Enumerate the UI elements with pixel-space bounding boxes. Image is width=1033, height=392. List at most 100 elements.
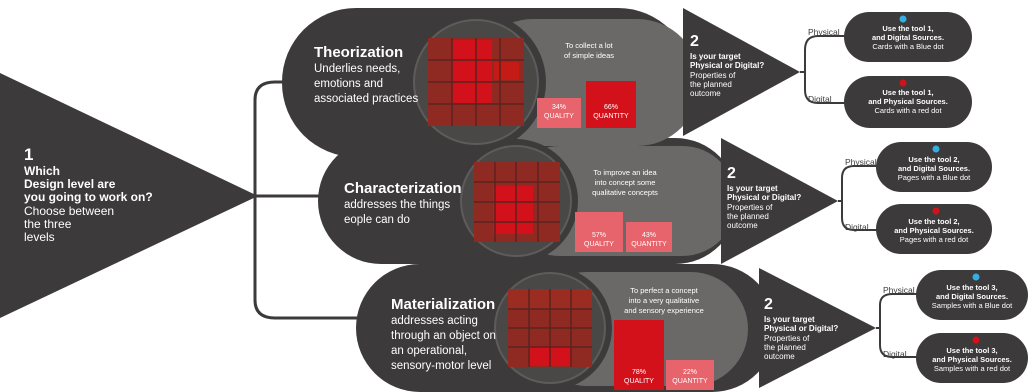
level-title-theorization: Theorization: [314, 44, 404, 61]
connector-to-materialization: [253, 196, 370, 320]
step2-hint-line: Properties of: [764, 334, 810, 343]
step2-question-line: Physical or Digital?: [727, 193, 802, 202]
level-description-line: eople can do: [344, 214, 410, 226]
quality-label: QUALITY: [624, 378, 654, 385]
level-description-line: an operational,: [391, 345, 468, 357]
option-card-line: Pages with a Blue dot: [897, 173, 971, 182]
quantity-label: QUANTITY: [672, 378, 708, 385]
level-goal-line: To perfect a concept: [630, 286, 698, 295]
materialization-quantity-bar: [666, 360, 714, 390]
option-card-line: Use the tool 2,: [908, 217, 960, 226]
step2-hint-line: outcome: [727, 221, 758, 230]
blue-dot-2: [932, 145, 940, 153]
step2-question-line: Physical or Digital?: [690, 61, 765, 70]
step2-hint-line: the planned: [764, 343, 806, 352]
step1-triangle: [0, 73, 258, 318]
quantity-label: QUANTITY: [593, 113, 629, 120]
blue-dot-1: [899, 15, 907, 23]
step1-hint-line2: the three: [24, 217, 72, 231]
branch-lines-1: [800, 35, 848, 104]
step2-hint-line: the planned: [690, 80, 732, 89]
step2-question-line: Physical or Digital?: [764, 324, 839, 333]
level-goal-line: To improve an idea: [593, 168, 657, 177]
level-title-materialization: Materialization: [391, 296, 496, 313]
theorization-quantity-bar: [586, 81, 636, 128]
level-goal-line: of simple ideas: [563, 51, 615, 60]
option-card-1-physical: [844, 12, 972, 62]
option-card-line: and Digital Sources.: [897, 164, 971, 173]
branch-label-physical: Physical: [845, 157, 877, 167]
option-card-1-digital: [844, 76, 972, 128]
step2-triangle-2: [721, 138, 838, 264]
level-goal-line: qualitative concepts: [592, 188, 658, 197]
step1-question-line3: you going to work on?: [24, 190, 153, 204]
step2-triangle-1: [683, 8, 800, 136]
step2-question-line: Is your target: [690, 52, 741, 61]
step1-hint-line3: levels: [24, 230, 55, 244]
characterization-quantity-bar: [626, 222, 672, 252]
materialization-grid-badge: [488, 266, 612, 390]
step2-triangle-3: [759, 268, 876, 388]
option-card-line: and Physical Sources.: [868, 97, 948, 106]
theorization-quality-bar: [537, 98, 581, 128]
option-card-line: and Physical Sources.: [932, 355, 1012, 364]
option-card-line: Use the tool 2,: [908, 155, 960, 164]
characterization-grid-badge: [454, 139, 578, 263]
branch-label-physical: Physical: [808, 27, 840, 37]
option-card-line: Samples with a red dot: [933, 364, 1011, 373]
red-dot-1: [899, 79, 907, 87]
option-card-line: Use the tool 1,: [882, 88, 934, 97]
step2-hint-line: outcome: [764, 352, 795, 361]
level-goal-line: into a very qualitative: [628, 296, 700, 305]
step2-hint-line: the planned: [727, 212, 769, 221]
quality-label: QUALITY: [544, 113, 574, 120]
option-card-line: and Physical Sources.: [894, 226, 974, 235]
step2-question-line: Is your target: [727, 184, 778, 193]
level-description-line: addresses the things: [344, 199, 451, 211]
blue-dot-3: [972, 273, 980, 281]
option-card-line: Use the tool 3,: [946, 346, 998, 355]
level-description-line: through an object on: [391, 330, 496, 342]
option-card-line: Cards with a Blue dot: [872, 42, 944, 51]
quality-percent: 57%: [591, 232, 606, 239]
option-card-line: Pages with a red dot: [899, 235, 969, 244]
step2-hint-line: outcome: [690, 89, 721, 98]
quantity-percent: 43%: [641, 232, 656, 239]
quality-label: QUALITY: [584, 241, 614, 248]
option-card-line: Cards with a red dot: [874, 106, 942, 115]
level-description-line: associated practices: [314, 93, 419, 105]
branch-label-digital: Digital: [883, 349, 907, 359]
quantity-percent: 66%: [603, 104, 618, 111]
step1-question-line2: Design level are: [24, 177, 116, 191]
quality-percent: 34%: [551, 104, 566, 111]
materialization-quality-bar: [614, 320, 664, 390]
level-goal-line: into concept some: [594, 178, 656, 187]
step2-question-line: Is your target: [764, 315, 815, 324]
connector-to-theorization: [200, 80, 292, 198]
level-goal-line: and sensory experience: [624, 306, 704, 315]
step1-number: 1: [24, 145, 34, 164]
characterization-quality-bar: [575, 212, 623, 252]
quality-percent: 78%: [631, 369, 646, 376]
step2-hint-line: Properties of: [727, 203, 773, 212]
option-card-3-digital: [916, 333, 1028, 383]
option-card-2-digital: [876, 204, 992, 254]
quantity-label: QUANTITY: [631, 241, 667, 248]
option-card-line: and Digital Sources.: [935, 292, 1009, 301]
quantity-percent: 22%: [682, 369, 697, 376]
step1-question-line1: Which: [24, 164, 60, 178]
level-goal-line: To collect a lot: [565, 41, 613, 50]
branch-lines-3: [876, 293, 920, 358]
level-description-line: addresses acting: [391, 315, 478, 327]
option-card-2-physical: [876, 142, 992, 192]
branch-lines-2: [838, 165, 882, 231]
level-description-line: sensory-motor level: [391, 360, 492, 372]
option-card-line: Use the tool 1,: [882, 24, 934, 33]
step2-hint-line: Properties of: [690, 71, 736, 80]
step2-number: 2: [764, 296, 773, 313]
theorization-grid-badge: [406, 12, 546, 152]
branch-label-digital: Digital: [845, 222, 869, 232]
step1-hint-line1: Choose between: [24, 204, 115, 218]
red-dot-2: [932, 207, 940, 215]
